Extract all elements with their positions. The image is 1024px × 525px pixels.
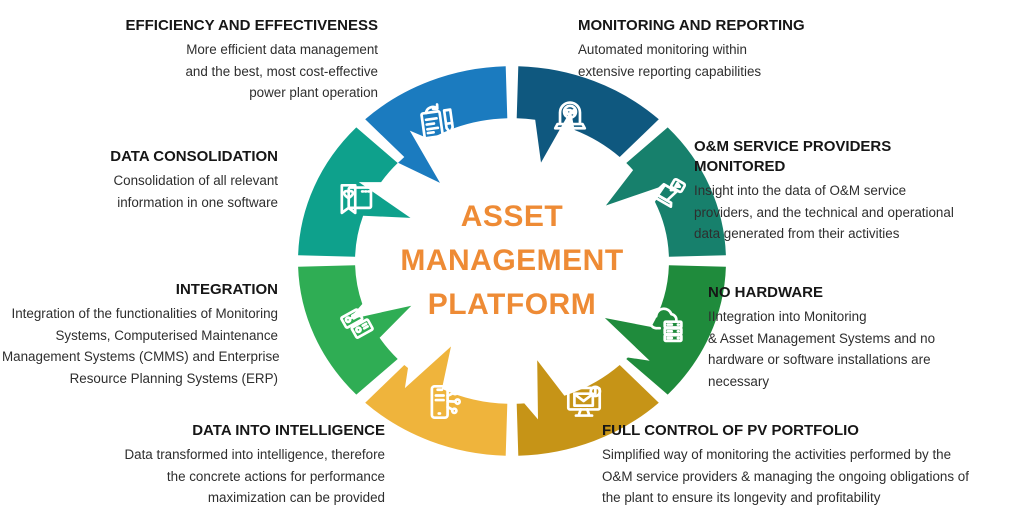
laptop-play-icon [632, 159, 695, 222]
label-title: EFFICIENCY AND EFFECTIVENESS [78, 16, 378, 36]
laptop-video-call-icon [547, 93, 593, 139]
label-title: FULL CONTROL OF PV PORTFOLIO [602, 421, 1024, 441]
center-title: ASSET MANAGEMENT PLATFORM [362, 195, 662, 327]
label-description-line: O&M service providers & managing the ong… [602, 468, 969, 484]
ring-segment-fullcontrol [516, 360, 659, 456]
label-title-line: MONITORING AND REPORTING [578, 17, 805, 34]
center-title-line: ASSET [460, 200, 564, 233]
label-description-line: providers, and the technical and operati… [694, 204, 954, 220]
label-description-line: the plant to ensure its longevity and pr… [602, 490, 881, 505]
label-title-line: O&M SERVICE PROVIDERS [694, 138, 892, 155]
document-pencil-icon [412, 96, 464, 148]
label-title: NO HARDWARE [708, 283, 1024, 303]
label-title-line: INTEGRATION [175, 281, 278, 298]
center-title-line: PLATFORM [427, 288, 597, 321]
label-description: Integration of the functionalities of Mo… [2, 303, 280, 389]
label-fullcontrol: FULL CONTROL OF PV PORTFOLIO Simplified w… [602, 421, 1024, 509]
label-description-line: Systems, Computerised Maintenance [55, 327, 278, 343]
label-om: O&M SERVICE PROVIDERS MONITORED Insight in… [694, 137, 1024, 245]
label-efficiency: EFFICIENCY AND EFFECTIVENESS More efficie… [78, 16, 378, 104]
label-description-line: Automated monitoring within [578, 42, 747, 57]
label-description: Simplified way of monitoring the activit… [602, 444, 1024, 509]
monitor-mail-icon [561, 378, 607, 424]
label-title: DATA CONSOLIDATION [58, 147, 278, 167]
label-description-line: extensive reporting capabilities [578, 63, 762, 79]
label-nohardware: NO HARDWARE IIntegration into Monitoring &… [708, 283, 1024, 392]
label-description: Automated monitoring within extensive rep… [578, 39, 878, 82]
label-description: Insight into the data of O&M service prov… [694, 180, 1024, 245]
label-title: INTEGRATION [2, 280, 278, 300]
label-description: IIntegration into Monitoring & Asset Mana… [708, 306, 1024, 392]
label-description-line: hardware or software installations are [708, 352, 931, 367]
label-description-line: IIntegration into Monitoring [708, 309, 867, 324]
label-description-line: Resource Planning Systems (ERP) [69, 370, 278, 386]
bookmark-heart-icon [333, 178, 379, 224]
label-integration: INTEGRATION Integration of the functional… [2, 280, 280, 389]
label-title-line: NO HARDWARE [708, 284, 823, 301]
label-description-line: Insight into the data of O&M service [694, 183, 907, 198]
label-description-line: the concrete actions for performance [166, 468, 385, 484]
label-description-line: Data transformed into intelligence, ther… [124, 447, 385, 462]
label-description-line: data generated from their activities [694, 226, 900, 241]
label-description: Data transformed into intelligence, ther… [84, 444, 385, 509]
label-monitoring: MONITORING AND REPORTING Automated monito… [578, 16, 878, 82]
label-description: Consolidation of all relevant information… [58, 170, 278, 213]
label-description-line: necessary [708, 373, 770, 389]
label-description-line: maximization can be provided [207, 490, 385, 505]
label-description-line: and the best, most cost-effective [185, 63, 378, 79]
ring-segment-om [605, 127, 726, 257]
label-description-line: information in one software [117, 194, 278, 210]
label-description-line: Simplified way of monitoring the activit… [602, 447, 952, 462]
label-title-line: DATA CONSOLIDATION [110, 148, 278, 165]
label-title: DATA INTO INTELLIGENCE [84, 421, 385, 441]
label-title-line: FULL CONTROL OF PV PORTFOLIO [602, 422, 859, 439]
label-dataintel: DATA INTO INTELLIGENCE Data transformed i… [84, 421, 385, 509]
label-title: MONITORING AND REPORTING [578, 16, 878, 36]
ring-segment-integration [298, 265, 412, 395]
label-description-line: More efficient data management [186, 42, 378, 57]
label-title-line: EFFICIENCY AND EFFECTIVENESS [125, 17, 378, 34]
cloud-server-icon [644, 301, 690, 347]
label-title-line: MONITORED [694, 158, 786, 175]
label-title-line: DATA INTO INTELLIGENCE [192, 422, 385, 439]
phone-network-icon [420, 379, 466, 425]
ring-segment-monitoring [516, 66, 659, 163]
label-title: O&M SERVICE PROVIDERS MONITORED [694, 137, 1024, 177]
label-dataconsol: DATA CONSOLIDATION Consolidation of all r… [58, 147, 278, 213]
label-description-line: Integration of the functionalities of Mo… [11, 306, 279, 321]
label-description-line: Consolidation of all relevant [113, 173, 278, 188]
label-description-line: Management Systems (CMMS) and Enterprise [2, 349, 280, 364]
label-description-line: & Asset Management Systems and no [708, 330, 936, 346]
banknotes-icon [329, 296, 385, 352]
label-description-line: power plant operation [249, 85, 378, 100]
ring-segment-efficiency [365, 66, 508, 183]
center-title-line: MANAGEMENT [400, 244, 624, 277]
label-description: More efficient data management and the be… [78, 39, 378, 104]
